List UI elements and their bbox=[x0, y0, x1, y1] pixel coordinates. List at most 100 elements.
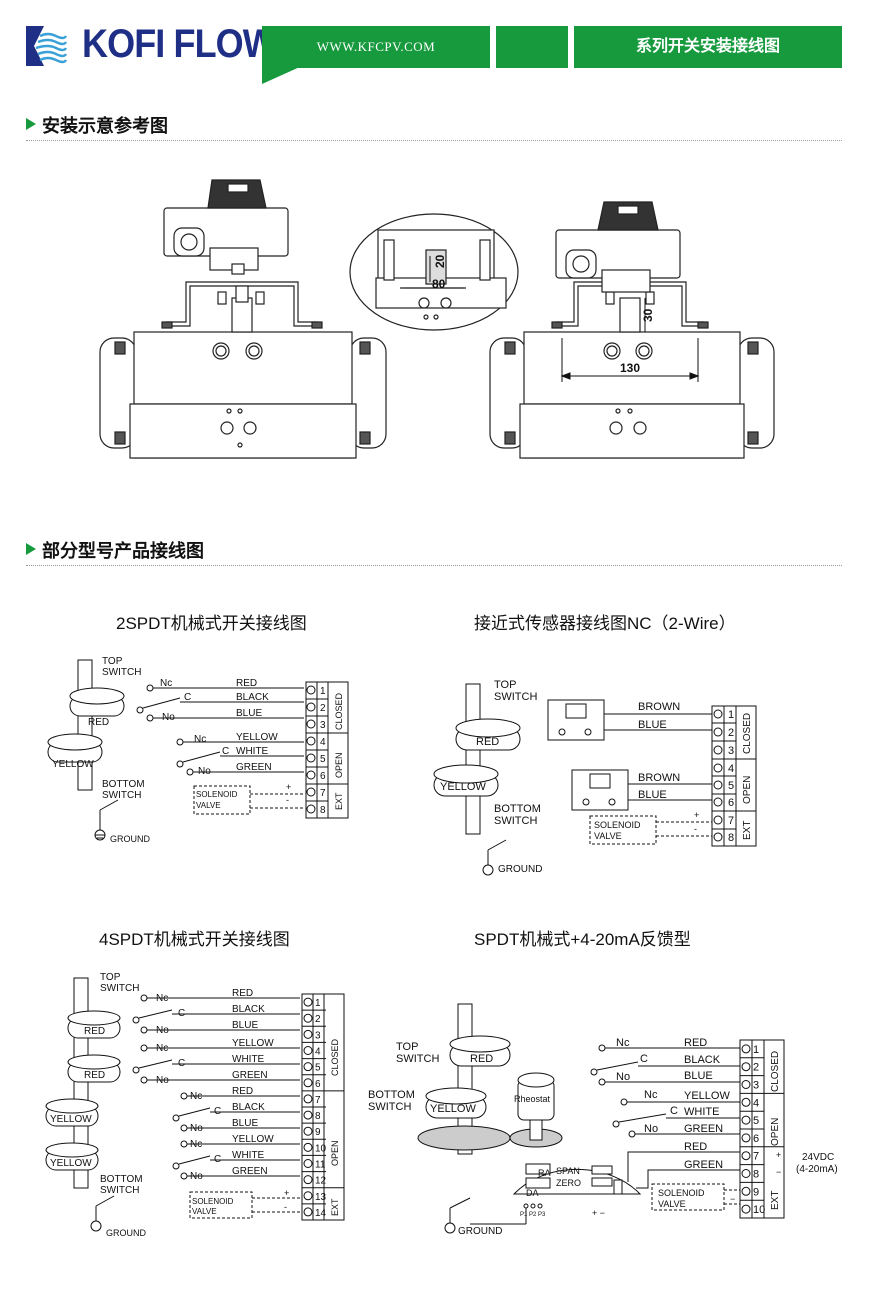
plus-sign: + bbox=[776, 1150, 781, 1160]
label-top-switch-1: TOP bbox=[100, 972, 121, 983]
terminal-number: 3 bbox=[753, 1080, 759, 1092]
terminal-number: 5 bbox=[315, 1063, 321, 1074]
cam-red-label: RED bbox=[84, 1026, 105, 1037]
label-top-switch-2: SWITCH bbox=[396, 1053, 439, 1065]
group-label: EXT bbox=[742, 821, 753, 840]
no-label: No bbox=[162, 712, 175, 723]
wire-label: GREEN bbox=[684, 1159, 723, 1171]
group-label: EXT bbox=[770, 1191, 781, 1210]
terminal-screw-icon bbox=[741, 1097, 751, 1107]
dim-130: 130 bbox=[620, 361, 640, 375]
wire-label: BLACK bbox=[236, 692, 269, 703]
wire-label: BROWN bbox=[638, 701, 680, 713]
ground-label: GROUND bbox=[458, 1226, 502, 1237]
terminal-screw-icon bbox=[741, 1044, 751, 1054]
no-label: No bbox=[190, 1123, 203, 1134]
terminal-screw-icon bbox=[303, 1110, 313, 1120]
website-url: WWW.KFCPV.COM bbox=[316, 39, 436, 54]
nc-label: Nc bbox=[160, 678, 172, 689]
cam-red-label: RED bbox=[476, 736, 499, 748]
no-label: No bbox=[644, 1123, 658, 1135]
terminal-screw-icon bbox=[303, 997, 313, 1007]
terminal-screw-icon bbox=[741, 1062, 751, 1072]
terminal-number: 8 bbox=[728, 832, 734, 844]
solenoid-label: VALVE bbox=[196, 801, 221, 810]
terminal-screw-icon bbox=[303, 1094, 313, 1104]
terminal-number: 8 bbox=[753, 1169, 759, 1181]
terminal-screw-icon bbox=[741, 1115, 751, 1125]
terminal-screw-icon bbox=[303, 1207, 313, 1217]
section-heading-install-text: 安装示意参考图 bbox=[42, 116, 168, 136]
wire-label: YELLOW bbox=[684, 1090, 730, 1102]
group-label: CLOSED bbox=[742, 713, 753, 754]
section-heading-wiring-text: 部分型号产品接线图 bbox=[42, 541, 204, 561]
terminal-number: 3 bbox=[728, 745, 734, 757]
label-top-switch-1: TOP bbox=[494, 679, 516, 691]
header-bar-url bbox=[262, 26, 490, 68]
terminal-number: 7 bbox=[315, 1095, 321, 1106]
wire-label: RED bbox=[232, 988, 253, 999]
wire-label: BLUE bbox=[236, 708, 262, 719]
group-label: CLOSED bbox=[770, 1051, 781, 1092]
nc-label: Nc bbox=[190, 1091, 202, 1102]
group-label: OPEN bbox=[770, 1118, 781, 1146]
c-label: C bbox=[178, 1008, 185, 1019]
label-bottom-switch-2: SWITCH bbox=[494, 815, 537, 827]
section-heading-wiring: 部分型号产品接线图 bbox=[26, 537, 204, 563]
terminal-number: 4 bbox=[315, 1047, 321, 1058]
ground-label: GROUND bbox=[498, 864, 542, 875]
no-label: No bbox=[190, 1171, 203, 1182]
label-bottom-switch-2: SWITCH bbox=[368, 1101, 411, 1113]
plus-sign: + bbox=[284, 1188, 289, 1198]
ra-label: RA bbox=[538, 1168, 551, 1178]
group-label: OPEN bbox=[330, 1140, 340, 1166]
wire-label: BLUE bbox=[232, 1118, 258, 1129]
terminal-screw-icon bbox=[303, 1175, 313, 1185]
terminal-screw-icon bbox=[303, 1013, 313, 1023]
c-label: C bbox=[640, 1053, 648, 1065]
terminal-number: 6 bbox=[315, 1079, 321, 1090]
nc-label: Nc bbox=[194, 734, 206, 745]
header-bar-title bbox=[574, 26, 842, 68]
diagram-title-nc: 接近式传感器接线图NC（2-Wire） bbox=[474, 614, 736, 633]
terminal-number: 8 bbox=[320, 805, 326, 816]
wiring-diagram-420: TOP SWITCH RED BOTTOM SWITCH YELLOW Rheo… bbox=[368, 1003, 838, 1237]
solenoid-label: SOLENOID bbox=[196, 790, 238, 799]
dim-30: 30 bbox=[641, 308, 655, 322]
nc-label: Nc bbox=[644, 1089, 658, 1101]
diagram-title-2spdt: 2SPDT机械式开关接线图 bbox=[116, 614, 307, 633]
terminal-number: 2 bbox=[320, 703, 326, 714]
section-divider bbox=[26, 140, 842, 141]
wire-label: BLUE bbox=[638, 719, 667, 731]
terminal-screw-icon bbox=[303, 1142, 313, 1152]
diagram-title-420: SPDT机械式+4-20mA反馈型 bbox=[474, 930, 691, 949]
cam-yellow-label: YELLOW bbox=[52, 759, 94, 770]
terminal-screw-icon bbox=[741, 1204, 751, 1214]
label-bottom-switch-1: BOTTOM bbox=[100, 1174, 143, 1185]
terminal-number: 4 bbox=[753, 1097, 759, 1109]
terminal-screw-icon bbox=[303, 1126, 313, 1136]
section-heading-install: 安装示意参考图 bbox=[26, 112, 168, 138]
terminal-number: 1 bbox=[320, 686, 326, 697]
group-label: OPEN bbox=[742, 776, 753, 804]
label-top-switch-1: TOP bbox=[396, 1041, 418, 1053]
nc-label: Nc bbox=[616, 1037, 630, 1049]
page-title: 系列开关安装接线图 bbox=[635, 38, 780, 55]
terminal-screw-icon bbox=[741, 1186, 751, 1196]
terminal-number: 7 bbox=[753, 1151, 759, 1163]
group-label: EXT bbox=[334, 792, 344, 810]
terminal-screw-icon bbox=[303, 1062, 313, 1072]
terminal-number: 5 bbox=[728, 780, 734, 792]
group-label: CLOSED bbox=[330, 1038, 340, 1076]
diagram-title-4spdt: 4SPDT机械式开关接线图 bbox=[99, 930, 290, 949]
left-actuator bbox=[99, 179, 387, 459]
terminal-screw-icon bbox=[741, 1169, 751, 1178]
wire-label: BLACK bbox=[232, 1004, 265, 1015]
supply-current-label: (4-20mA) bbox=[796, 1164, 838, 1175]
terminal-number: 14 bbox=[315, 1208, 327, 1219]
wire-label: RED bbox=[236, 678, 257, 689]
c-label: C bbox=[184, 692, 191, 703]
label-bottom-switch-2: SWITCH bbox=[102, 790, 141, 801]
zero-label: ZERO bbox=[556, 1178, 581, 1188]
terminal-number: 1 bbox=[753, 1044, 759, 1056]
